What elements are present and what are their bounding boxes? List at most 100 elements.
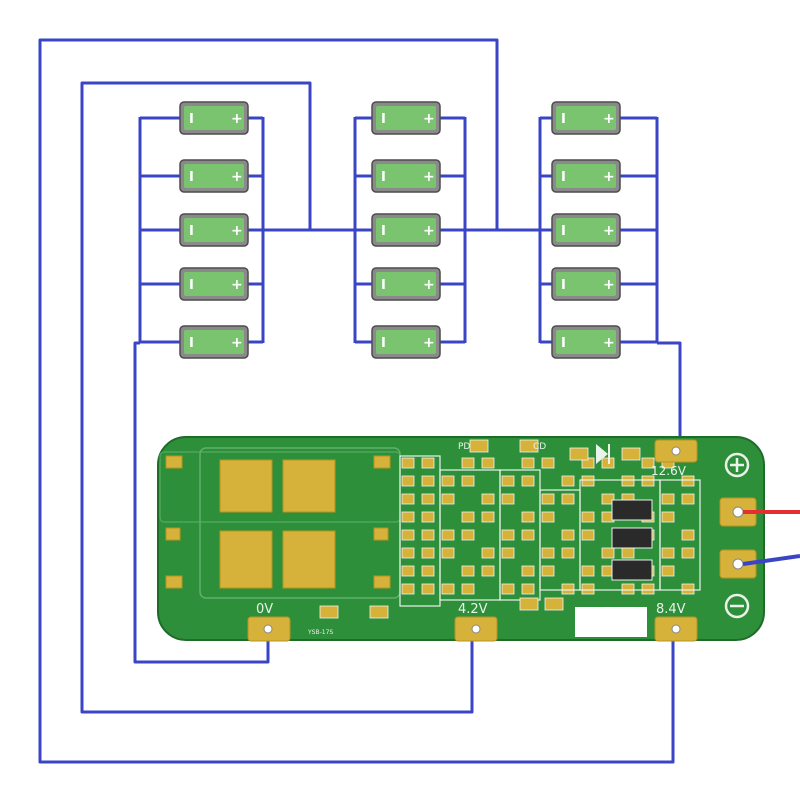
smd-pad	[421, 493, 435, 505]
pcb-trace	[659, 479, 701, 591]
smd-pad	[661, 565, 675, 577]
smd-pad	[421, 565, 435, 577]
corner-pad	[373, 575, 391, 589]
plus-symbol-icon	[724, 452, 750, 478]
smd-pad	[641, 583, 655, 595]
pad-4v2-hole	[471, 624, 481, 634]
minus-symbol-icon	[724, 593, 750, 619]
smd-pad	[681, 583, 695, 595]
smd-pad	[481, 565, 495, 577]
smd-pad	[401, 529, 415, 541]
smd-pad	[581, 511, 595, 523]
label-cd: CD	[533, 442, 546, 452]
smd-pad	[661, 547, 675, 559]
smd-pad	[421, 529, 435, 541]
battery-cell: I+	[179, 101, 249, 135]
battery-cell: I+	[551, 101, 621, 135]
cell-wrap	[184, 218, 244, 242]
cell-wrap	[184, 164, 244, 188]
smd-pad	[681, 529, 695, 541]
cell-negative-mark: I	[189, 170, 194, 185]
smd-pad	[561, 547, 575, 559]
smd-pad	[461, 475, 475, 487]
smd-pad	[561, 493, 575, 505]
smd-pad	[501, 475, 515, 487]
pad-8v4-hole	[671, 624, 681, 634]
smd-component	[369, 605, 389, 619]
pad-0v-hole	[263, 624, 273, 634]
smd-pad	[501, 529, 515, 541]
battery-cell: I+	[179, 267, 249, 301]
label-12v6: 12.6V	[651, 464, 687, 478]
cell-wrap	[376, 218, 436, 242]
cell-negative-mark: I	[381, 170, 386, 185]
battery-cell: I+	[179, 325, 249, 359]
cell-negative-mark: I	[381, 112, 386, 127]
lead-0v	[133, 341, 270, 664]
smd-pad	[541, 457, 555, 469]
label-sticker	[575, 607, 647, 637]
cell-positive-mark: +	[423, 169, 435, 185]
balance-lead-4v2	[80, 81, 474, 714]
cell-wrap	[376, 272, 436, 296]
smd-pad	[581, 529, 595, 541]
cell-negative-mark: I	[381, 336, 386, 351]
diode-icon	[596, 444, 610, 464]
battery-cell: I+	[551, 325, 621, 359]
cell-negative-mark: I	[561, 112, 566, 127]
smd-pad	[421, 511, 435, 523]
cell-negative-mark: I	[561, 170, 566, 185]
smd-component	[569, 447, 589, 461]
cell-wrap	[556, 106, 616, 130]
cell-negative-mark: I	[189, 224, 194, 239]
lead-12v6	[657, 341, 682, 452]
corner-pad	[165, 527, 181, 541]
balance-lead-8v4	[38, 38, 675, 764]
smd-pad	[541, 493, 555, 505]
smd-pad	[401, 583, 415, 595]
smd-pad	[601, 493, 615, 505]
cell-positive-mark: +	[603, 169, 615, 185]
battery-cell: I+	[371, 267, 441, 301]
bms-board: 0V 4.2V 8.4V 12.6V PD CD YSB-17S	[157, 436, 800, 642]
output-wire-negative	[742, 554, 800, 566]
cell-negative-mark: I	[561, 224, 566, 239]
cell-positive-mark: +	[231, 169, 243, 185]
cell-wrap	[376, 330, 436, 354]
cell-wrap	[184, 106, 244, 130]
label-0v: 0V	[256, 602, 273, 617]
mosfet-pad	[219, 459, 273, 513]
smd-component	[319, 605, 339, 619]
cell-positive-mark: +	[423, 277, 435, 293]
cell-positive-mark: +	[603, 335, 615, 351]
cell-wrap	[376, 106, 436, 130]
ic-chip	[611, 499, 653, 521]
smd-pad	[501, 547, 515, 559]
smd-pad	[401, 511, 415, 523]
smd-pad	[521, 529, 535, 541]
smd-component	[544, 597, 564, 611]
cell-negative-mark: I	[189, 112, 194, 127]
label-4v2: 4.2V	[458, 602, 488, 617]
cell-positive-mark: +	[603, 277, 615, 293]
smd-pad	[401, 565, 415, 577]
battery-cell: I+	[371, 159, 441, 193]
smd-pad	[681, 493, 695, 505]
smd-pad	[541, 547, 555, 559]
mosfet-pad	[282, 459, 336, 513]
battery-cell: I+	[551, 213, 621, 247]
smd-pad	[421, 583, 435, 595]
cell-negative-mark: I	[189, 336, 194, 351]
cell-wrap	[376, 164, 436, 188]
smd-pad	[501, 583, 515, 595]
cell-positive-mark: +	[231, 335, 243, 351]
battery-cell: I+	[371, 101, 441, 135]
smd-pad	[621, 583, 635, 595]
smd-components	[319, 439, 701, 619]
mosfet-pad	[219, 530, 273, 589]
pack-wiring	[38, 38, 682, 764]
smd-pad	[541, 511, 555, 523]
smd-pad	[521, 565, 535, 577]
smd-pad	[401, 457, 415, 469]
